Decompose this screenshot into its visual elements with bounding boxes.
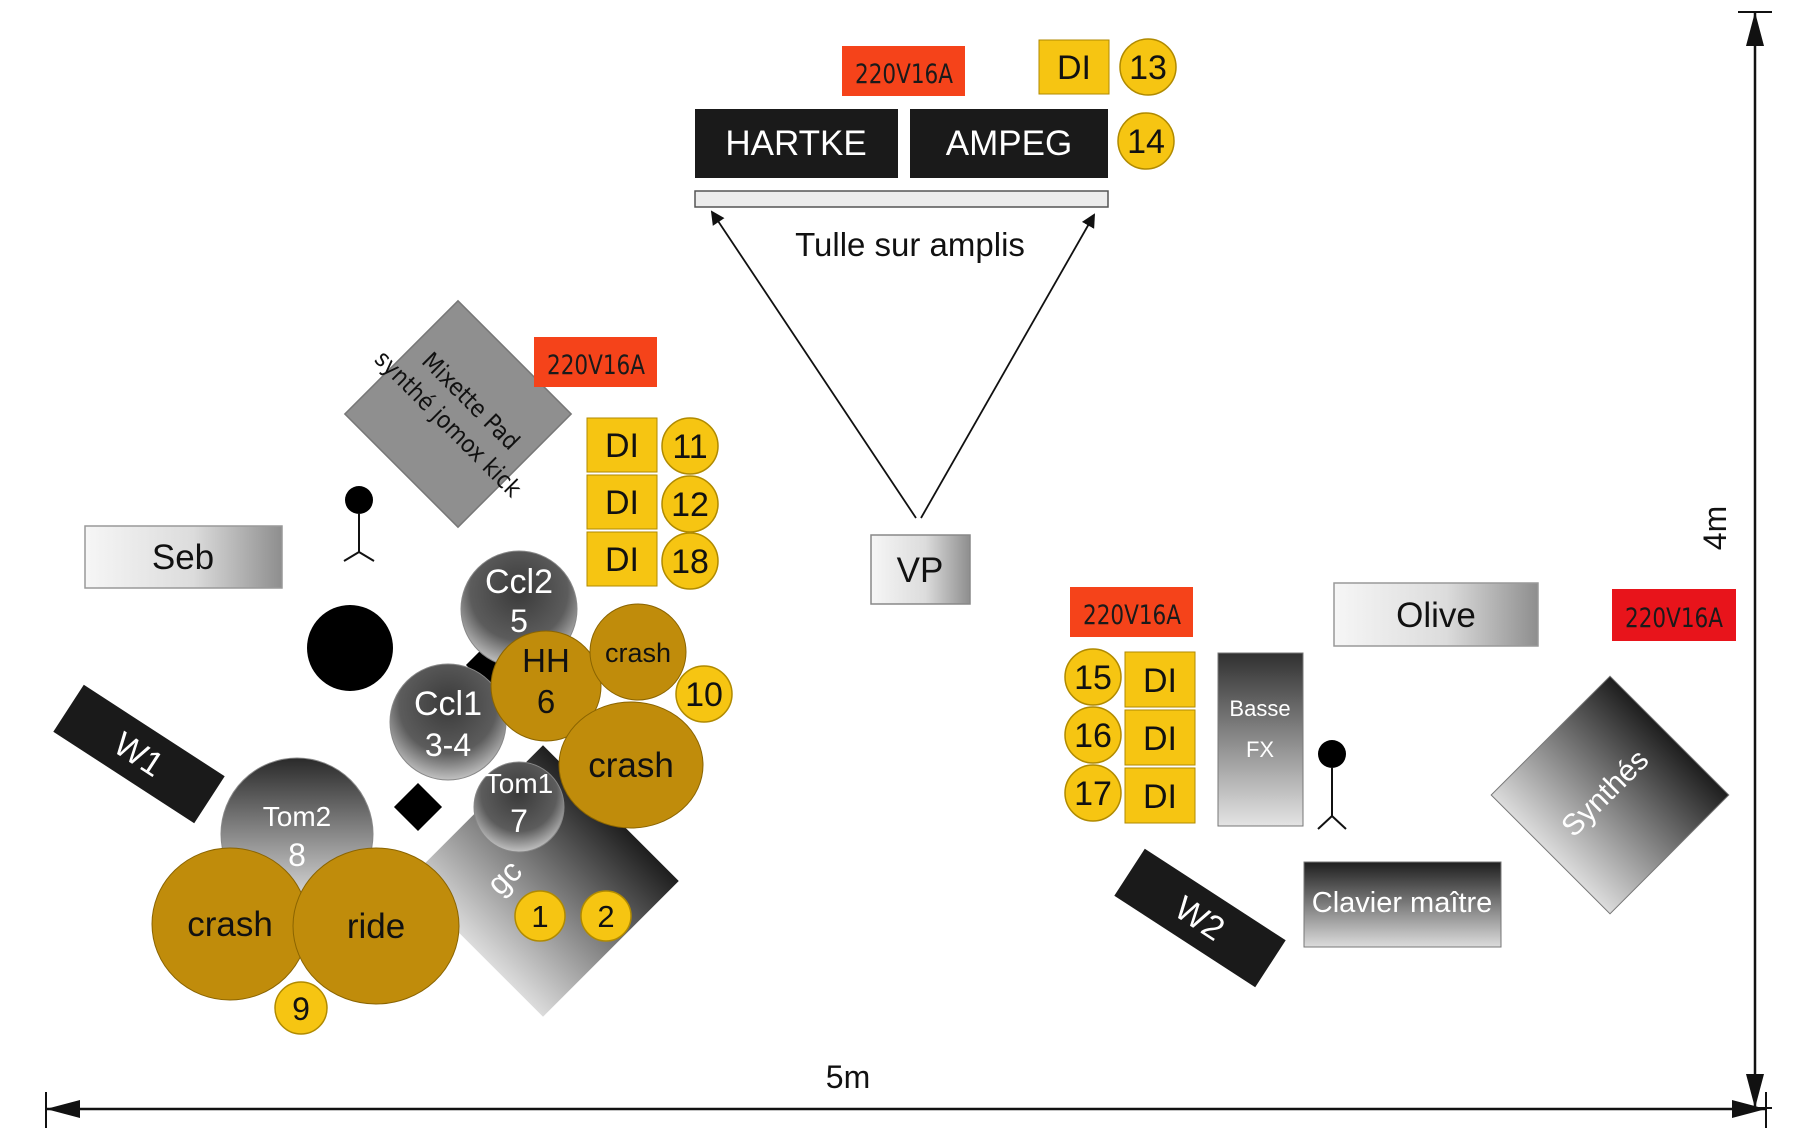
svg-text:12: 12	[671, 486, 709, 524]
power-outlet-pad: 220V16A	[534, 337, 657, 387]
svg-text:Tom1: Tom1	[485, 768, 553, 799]
svg-text:Seb: Seb	[152, 538, 214, 577]
channel-16-badge: 16	[1064, 706, 1122, 764]
svg-text:HH: HH	[522, 642, 570, 679]
svg-text:VP: VP	[897, 551, 944, 590]
musician-seb: Seb	[84, 525, 283, 589]
svg-text:DI: DI	[1143, 662, 1177, 700]
musician-olive: Olive	[1333, 582, 1539, 647]
svg-text:5: 5	[510, 603, 528, 639]
svg-text:crash: crash	[605, 638, 671, 668]
svg-text:Ccl1: Ccl1	[414, 685, 482, 723]
drum-tom1: Tom1 7	[473, 761, 565, 853]
tulle-label: Tulle sur amplis	[795, 226, 1025, 263]
channel-9-badge: 9	[274, 981, 328, 1035]
svg-text:10: 10	[685, 676, 723, 714]
svg-text:AMPEG: AMPEG	[946, 124, 1072, 163]
sightline-left	[710, 210, 917, 519]
depth-label: 4m	[1697, 506, 1733, 550]
svg-text:DI: DI	[605, 541, 639, 579]
vp-box: VP	[870, 534, 971, 605]
svg-text:7: 7	[510, 803, 528, 839]
synthes-stand	[1490, 675, 1730, 915]
svg-text:DI: DI	[1143, 778, 1177, 816]
amp-hartke: HARTKE	[695, 109, 898, 178]
di-box-13: DI	[1038, 39, 1110, 95]
pedal-kick	[393, 782, 443, 832]
amp-ampeg: AMPEG	[910, 109, 1108, 178]
svg-text:8: 8	[288, 837, 306, 873]
svg-text:220V16A: 220V16A	[1625, 603, 1723, 634]
channel-13-badge: 13	[1119, 38, 1177, 96]
monitor-w1: W1	[53, 684, 225, 824]
channel-2-badge: 2	[580, 890, 632, 942]
svg-text:2: 2	[597, 899, 614, 934]
svg-text:Ccl2: Ccl2	[485, 563, 553, 601]
width-label: 5m	[826, 1059, 870, 1095]
monitor-w2: W2	[1114, 848, 1286, 988]
di-box-16: DI	[1124, 709, 1196, 766]
di-box-17: DI	[1124, 767, 1196, 824]
drum-throne	[307, 605, 393, 691]
cymbal-crash-big: crash	[151, 847, 309, 1001]
svg-text:1: 1	[531, 899, 548, 934]
svg-text:Olive: Olive	[1396, 596, 1476, 635]
svg-text:16: 16	[1074, 717, 1112, 755]
svg-text:Basse: Basse	[1229, 696, 1290, 721]
cymbal-ride: ride	[292, 847, 460, 1005]
svg-text:3-4: 3-4	[425, 727, 471, 763]
svg-text:17: 17	[1074, 775, 1112, 813]
svg-text:Clavier maître: Clavier maître	[1312, 887, 1493, 919]
clavier-maitre: Clavier maître	[1303, 861, 1502, 948]
svg-text:220V16A: 220V16A	[547, 350, 645, 381]
svg-text:18: 18	[671, 543, 709, 581]
cymbal-crash-mid: crash	[558, 701, 704, 829]
di-box-15: DI	[1124, 651, 1196, 708]
svg-text:HARTKE: HARTKE	[725, 124, 866, 163]
svg-text:DI: DI	[605, 427, 639, 465]
channel-12-badge: 12	[661, 475, 719, 533]
channel-18-badge: 18	[661, 532, 719, 590]
svg-text:DI: DI	[1057, 49, 1091, 87]
power-outlet-amps: 220V16A	[842, 46, 965, 96]
svg-text:15: 15	[1074, 659, 1112, 697]
di-box-12: DI	[586, 474, 658, 530]
channel-14-badge: 14	[1117, 112, 1175, 170]
svg-text:ride: ride	[347, 907, 405, 946]
basse-fx-rack: Basse FX	[1217, 652, 1304, 827]
cymbal-hh: HH 6	[490, 630, 602, 742]
channel-1-badge: 1	[514, 890, 566, 942]
dimension-width: 5m	[45, 1059, 1767, 1128]
svg-text:Tom2: Tom2	[263, 801, 331, 832]
svg-text:14: 14	[1127, 123, 1165, 161]
cymbal-crash-small: crash	[589, 603, 687, 701]
power-outlet-synth: 220V16A	[1612, 589, 1736, 641]
svg-text:6: 6	[537, 683, 555, 720]
sightline-right	[920, 213, 1095, 519]
svg-text:220V16A: 220V16A	[1083, 600, 1181, 631]
mixette-pad: Mixette Pad synthé jomox kick	[343, 299, 573, 529]
mic-stand-olive	[1317, 740, 1347, 830]
di-box-18: DI	[586, 531, 658, 587]
channel-17-badge: 17	[1064, 764, 1122, 822]
svg-text:DI: DI	[1143, 720, 1177, 758]
svg-text:13: 13	[1129, 49, 1167, 87]
channel-15-badge: 15	[1064, 648, 1122, 706]
mic-stand-seb	[343, 486, 375, 562]
power-outlet-basse: 220V16A	[1070, 587, 1193, 637]
dimension-depth: 4m	[1697, 11, 1772, 1109]
channel-11-badge: 11	[661, 417, 719, 475]
svg-text:crash: crash	[187, 905, 273, 944]
svg-text:11: 11	[672, 428, 707, 466]
svg-text:220V16A: 220V16A	[855, 59, 953, 90]
svg-text:crash: crash	[588, 746, 674, 785]
tulle-bar	[694, 190, 1109, 208]
drum-ccl1: Ccl1 3-4	[389, 663, 507, 781]
di-box-11: DI	[586, 417, 658, 473]
channel-10-badge: 10	[675, 665, 733, 723]
svg-text:DI: DI	[605, 484, 639, 522]
svg-text:FX: FX	[1246, 737, 1274, 762]
svg-text:9: 9	[292, 991, 310, 1027]
